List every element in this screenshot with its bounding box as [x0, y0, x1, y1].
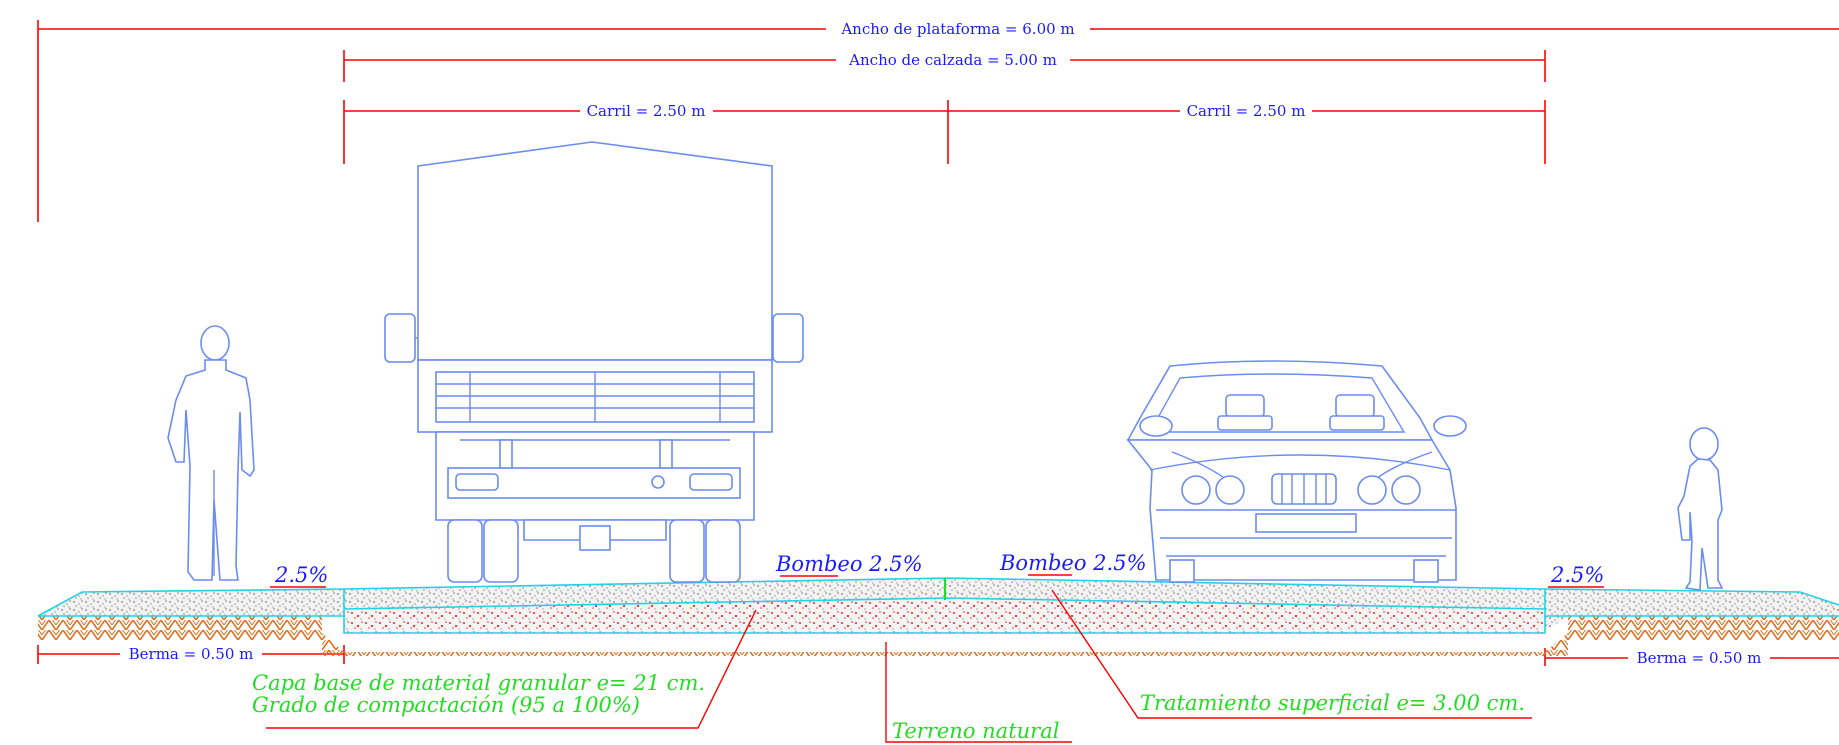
lane-left-label: Carril = 2.50 m	[587, 102, 706, 120]
pavement-section	[37, 577, 1839, 656]
lane-dimensions: Carril = 2.50 m Carril = 2.50 m	[343, 100, 1546, 164]
lane-right-label: Carril = 2.50 m	[1187, 102, 1306, 120]
pedestrian-adult-figure	[167, 325, 255, 581]
natural-ground-note: Terreno natural	[892, 719, 1059, 743]
pedestrian-child-figure	[1677, 427, 1724, 591]
natural-ground-hatch	[38, 616, 1839, 656]
base-layer-note-line2: Grado de compactación (95 a 100%)	[252, 693, 640, 717]
slope-labels: 2.5% 2.5% Bombeo 2.5% Bombeo 2.5%	[270, 551, 1604, 588]
shoulder-left-dimension: Berma = 0.50 m	[37, 645, 345, 664]
platform-width-label: Ancho de plataforma = 6.00 m	[840, 20, 1074, 38]
shoulder-right-dimension: Berma = 0.50 m	[1544, 648, 1839, 667]
right-shoulder-slope-label: 2.5%	[1550, 563, 1604, 587]
car-front-view	[1126, 360, 1467, 583]
crown-right-slope-label: Bombeo 2.5%	[999, 551, 1147, 575]
truck-front-view	[384, 141, 804, 583]
left-shoulder-slope-label: 2.5%	[274, 563, 328, 587]
shoulder-left-label: Berma = 0.50 m	[129, 645, 254, 663]
annotation-natural-ground: Terreno natural	[885, 642, 1072, 743]
base-layer-note-line1: Capa base de material granular e= 21 cm.	[252, 671, 705, 695]
platform-width-dimension: Ancho de plataforma = 6.00 m	[37, 20, 1839, 222]
roadway-width-label: Ancho de calzada = 5.00 m	[848, 51, 1057, 69]
crown-left-slope-label: Bombeo 2.5%	[775, 552, 923, 576]
shoulder-right-label: Berma = 0.50 m	[1637, 649, 1762, 667]
base-course-red	[344, 598, 1545, 633]
annotation-surface-treatment: Tratamiento superficial e= 3.00 cm.	[1051, 589, 1532, 719]
surface-treatment-note: Tratamiento superficial e= 3.00 cm.	[1140, 691, 1525, 715]
annotation-base-layer: Capa base de material granular e= 21 cm.…	[252, 609, 757, 729]
roadway-width-dimension: Ancho de calzada = 5.00 m	[343, 50, 1546, 82]
